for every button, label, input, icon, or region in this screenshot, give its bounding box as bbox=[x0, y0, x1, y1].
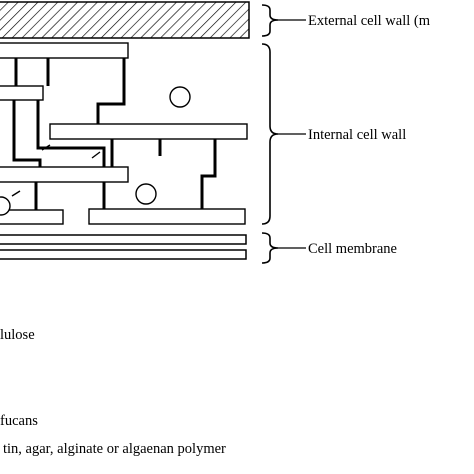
internal-wall-brace bbox=[261, 43, 279, 225]
membrane-brace bbox=[261, 232, 279, 264]
chain-2 bbox=[12, 100, 42, 167]
leader-lines bbox=[278, 19, 306, 249]
globular-molecules bbox=[0, 86, 191, 216]
braces bbox=[261, 4, 279, 264]
internal-wall-label: Internal cell wall bbox=[308, 127, 406, 143]
legend-item-fucans: fucans bbox=[0, 413, 38, 429]
cellulose-fibrils bbox=[0, 42, 248, 225]
fibril-6 bbox=[88, 208, 246, 225]
membrane-label: Cell membrane bbox=[308, 241, 397, 257]
circle-3 bbox=[0, 196, 11, 216]
external-cell-wall bbox=[0, 1, 250, 39]
cell-membrane bbox=[0, 234, 247, 260]
chain-7 bbox=[200, 139, 217, 209]
fibril-5 bbox=[0, 209, 64, 225]
external-wall-brace bbox=[261, 4, 279, 37]
legend-item-polymer: tin, agar, alginate or algaenan polymer bbox=[3, 441, 226, 457]
fibril-3 bbox=[49, 123, 248, 140]
external-wall-label: External cell wall (m bbox=[308, 13, 431, 29]
fibril-1 bbox=[0, 42, 129, 59]
circle-1 bbox=[169, 86, 191, 108]
chain-5 bbox=[96, 58, 126, 124]
fibril-4 bbox=[0, 166, 129, 183]
fibril-2 bbox=[0, 85, 44, 101]
chain-3 bbox=[36, 100, 106, 167]
legend-item-cellulose: lulose bbox=[0, 327, 35, 343]
circle-2 bbox=[135, 183, 157, 205]
polymer-chains bbox=[12, 58, 217, 210]
fucan-crosslinks bbox=[11, 144, 101, 197]
